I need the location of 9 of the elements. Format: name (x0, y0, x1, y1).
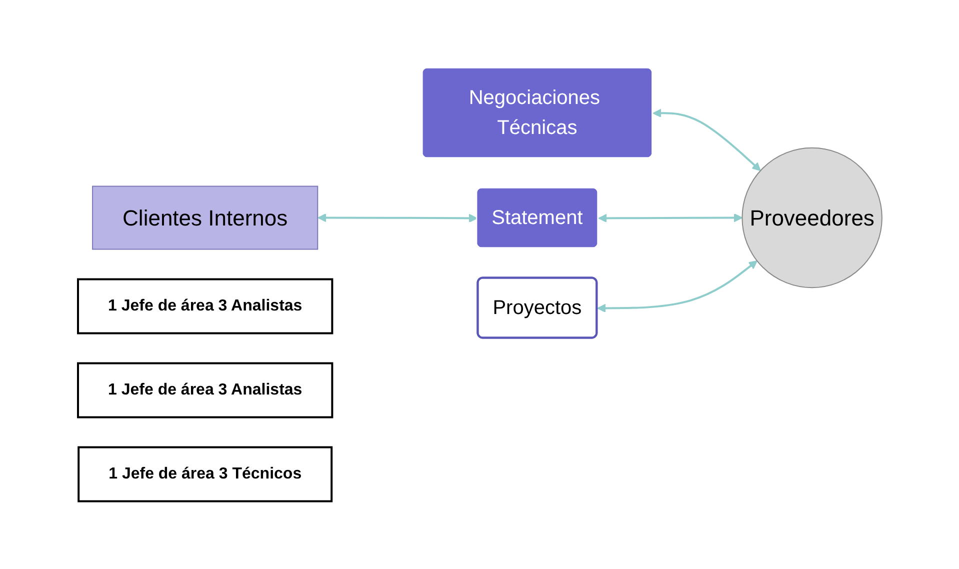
node-box: 1 Jefe de área 3 Técnicos (77, 446, 332, 502)
arrow (598, 213, 742, 223)
node-box: 1 Jefe de área 3 Analistas (76, 278, 333, 334)
arrow (652, 108, 760, 171)
node-circle: Proveedores (741, 147, 882, 288)
node-box: 1 Jefe de área 3 Analistas (76, 362, 333, 418)
node-box: Clientes Internos (92, 186, 318, 250)
arrow (596, 260, 757, 313)
arrow (317, 213, 478, 223)
